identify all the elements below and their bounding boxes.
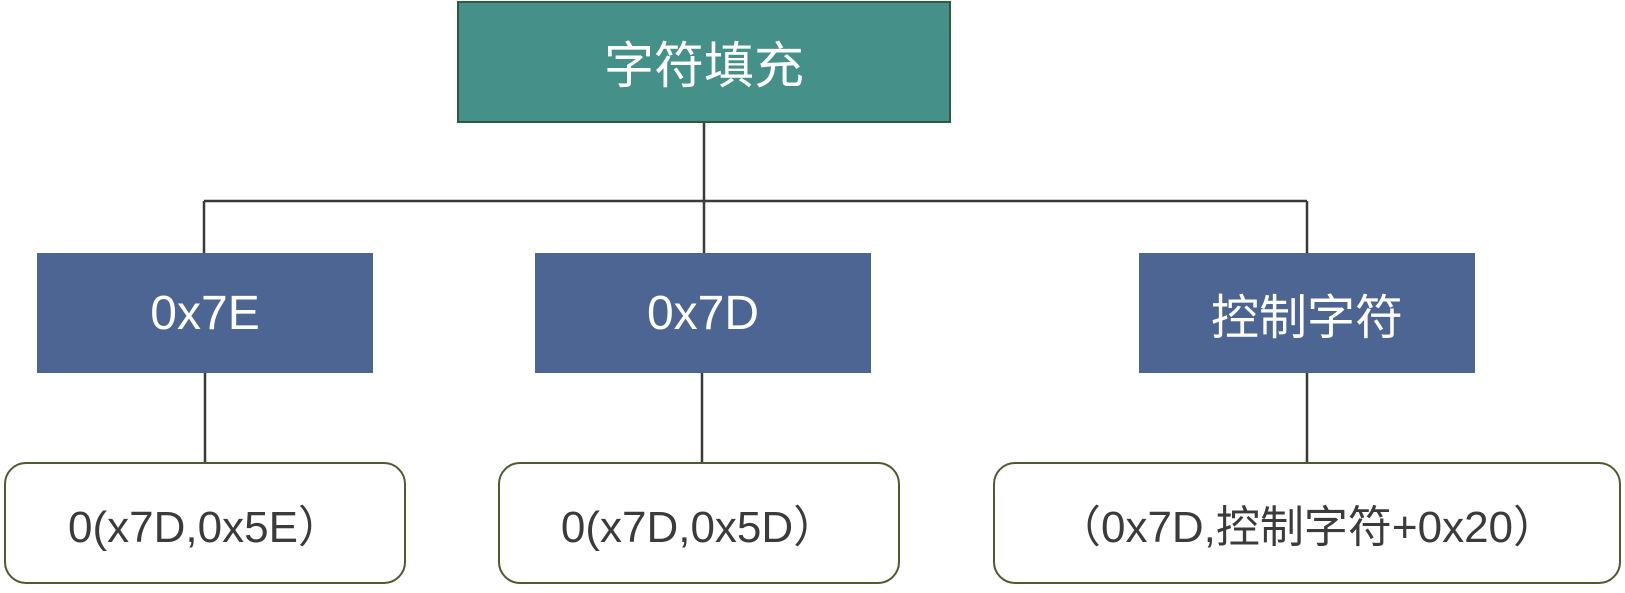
leaf-escape-control-character-label: （0x7D,控制字符+0x20） (1056, 503, 1558, 552)
leaf-escape-0x7e-label: 0(x7D,0x5E） (68, 503, 342, 552)
node-0x7d-label: 0x7D (646, 286, 760, 340)
leaf-escape-0x7d-label: 0(x7D,0x5D） (560, 503, 838, 552)
node-control-character-label: 控制字符 (1210, 292, 1403, 345)
leaf-escape-control-character: （0x7D,控制字符+0x20） (993, 462, 1621, 584)
root-node-label: 字符填充 (604, 38, 804, 94)
leaf-escape-0x7d: 0(x7D,0x5D） (498, 462, 900, 584)
root-node-character-stuffing: 字符填充 (457, 1, 951, 123)
node-control-character: 控制字符 (1139, 253, 1475, 373)
node-0x7e: 0x7E (37, 253, 373, 373)
node-0x7d: 0x7D (535, 253, 871, 373)
leaf-escape-0x7e: 0(x7D,0x5E） (4, 462, 406, 584)
node-0x7e-label: 0x7E (150, 286, 260, 340)
